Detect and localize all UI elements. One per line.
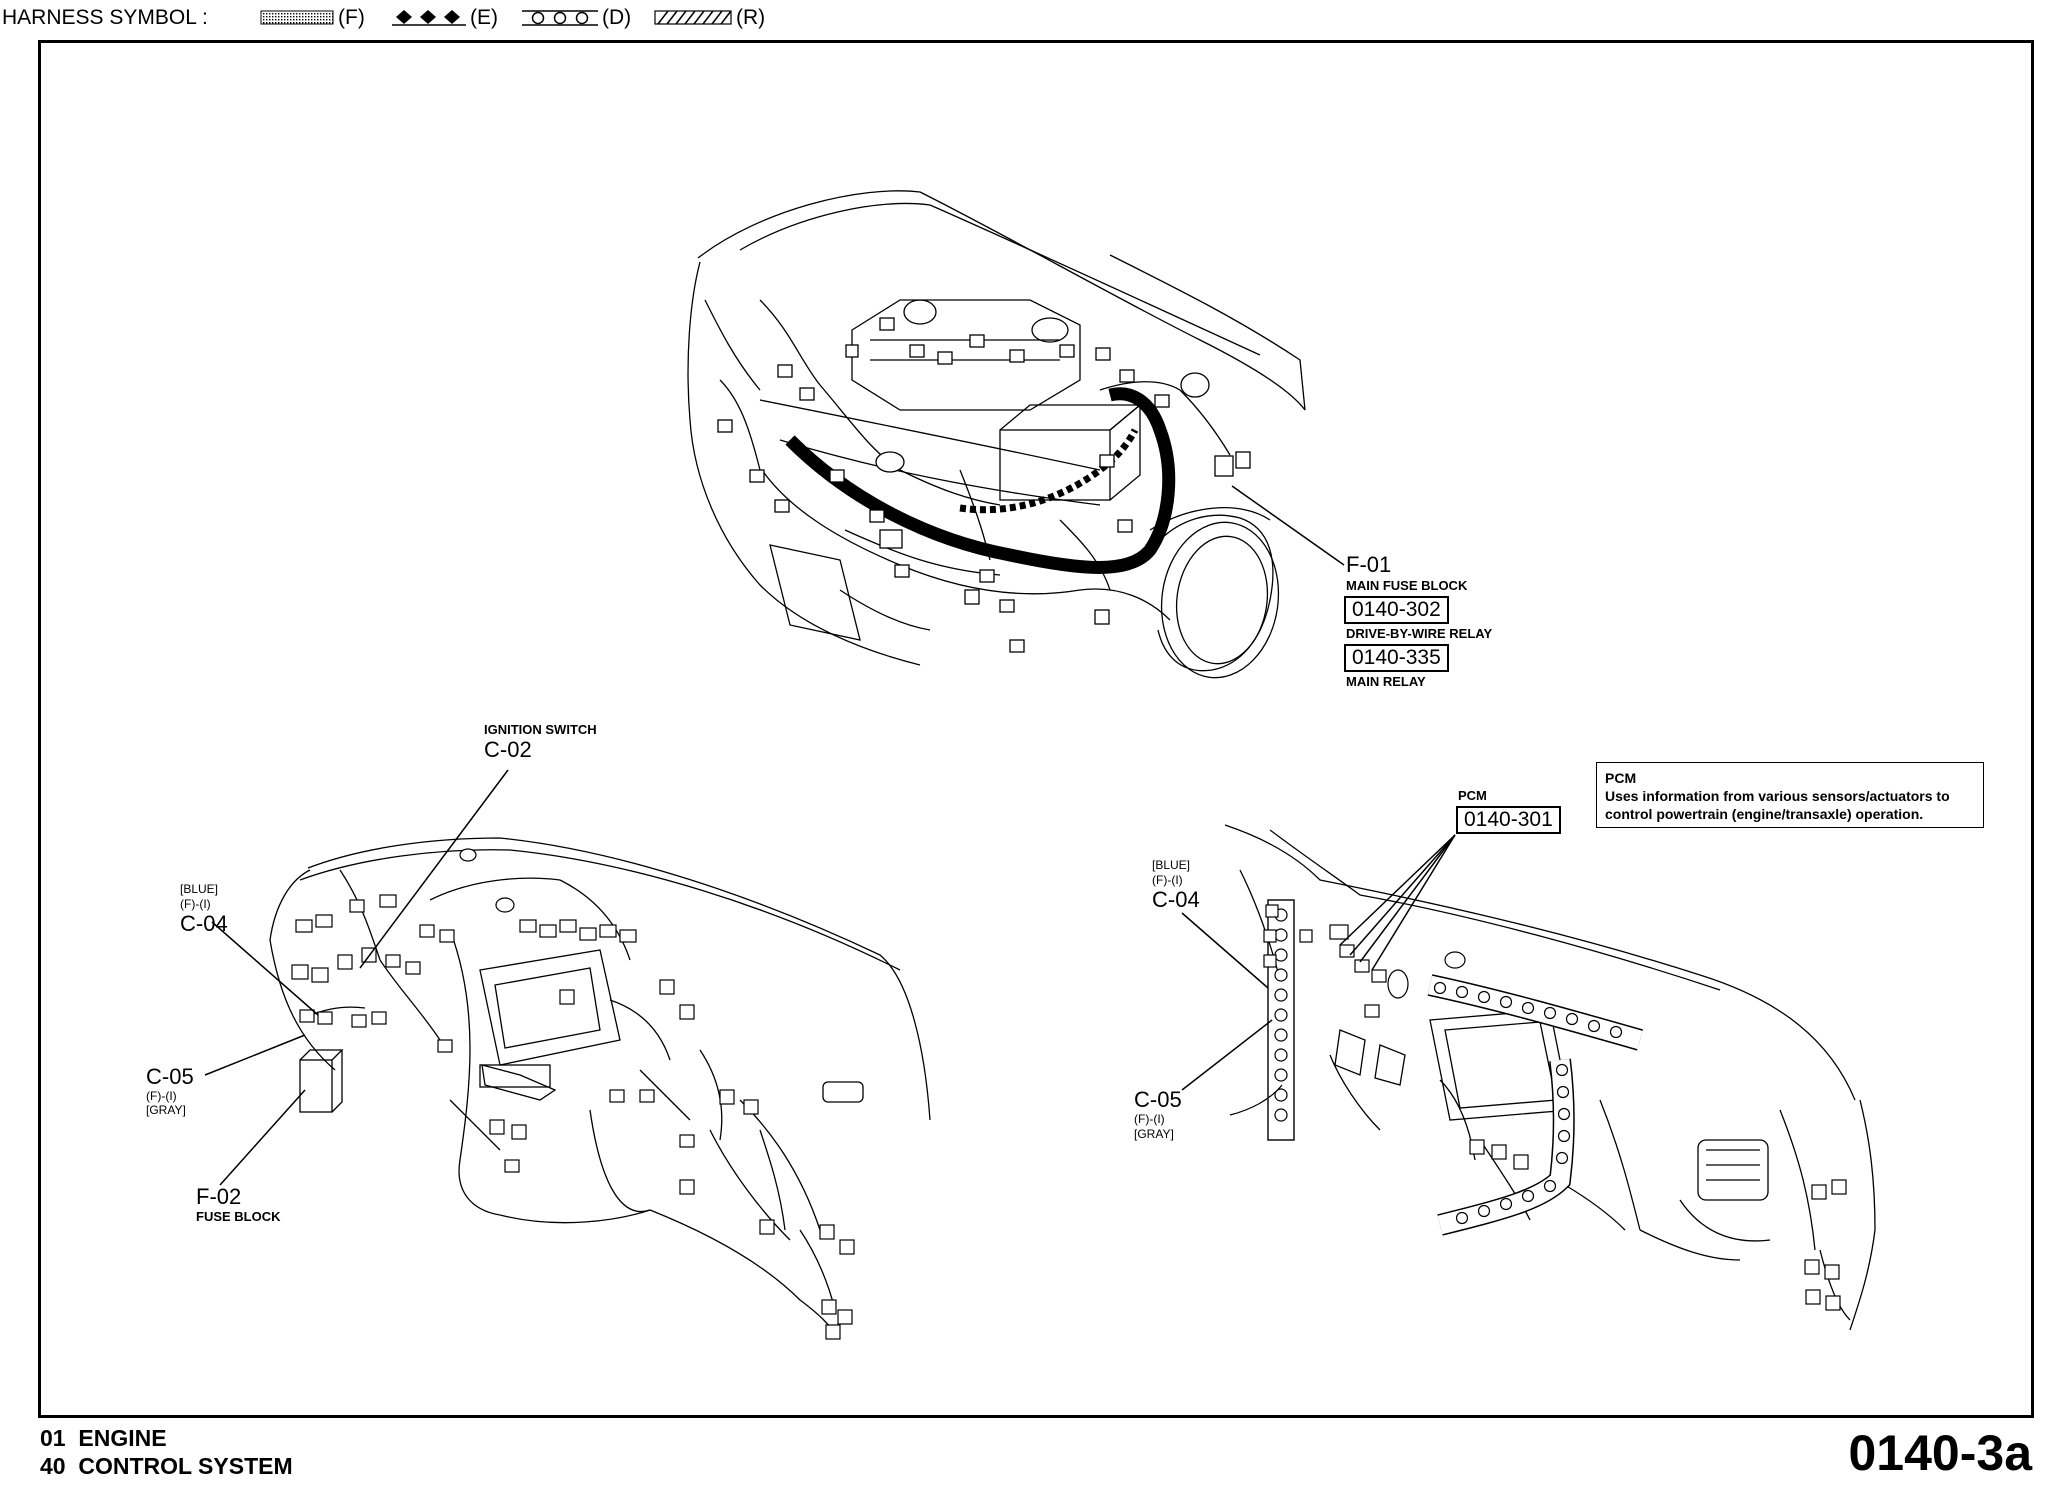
legend-code-d: (D) xyxy=(602,6,632,29)
c05-left-color: [GRAY] xyxy=(146,1103,186,1117)
ref-link-0140-335[interactable]: 0140-335 xyxy=(1344,644,1449,672)
footer-section-engine: 01 ENGINE xyxy=(40,1424,167,1452)
footer-engine-text: ENGINE xyxy=(78,1425,167,1451)
pcm-label: PCM xyxy=(1458,788,1487,803)
c05-right-label: C-05 xyxy=(1134,1087,1182,1112)
c05-right-color: [GRAY] xyxy=(1134,1127,1174,1141)
ignition-switch-label: IGNITION SWITCH xyxy=(484,722,597,737)
c04-left-label: C-04 xyxy=(180,911,228,936)
legend-code-r: (R) xyxy=(736,6,766,29)
right-dash-connectors xyxy=(1263,904,1847,1311)
c02-label: C-02 xyxy=(484,737,532,762)
pcm-info-text: Uses information from various sensors/ac… xyxy=(1605,788,1950,822)
f01-label: F-01 xyxy=(1346,552,1392,577)
page-number: 0140-3a xyxy=(1848,1425,2033,1481)
c04-right-color: [BLUE] xyxy=(1152,858,1191,872)
c04-right-label: C-04 xyxy=(1152,887,1200,912)
c04-left-code: (F)-(I) xyxy=(180,897,211,911)
left-dash-connectors xyxy=(291,848,855,1340)
c05-left-label: C-05 xyxy=(146,1064,194,1089)
footer-control-text: CONTROL SYSTEM xyxy=(78,1453,293,1479)
ref-link-0140-301[interactable]: 0140-301 xyxy=(1456,806,1561,834)
main-relay-label: MAIN RELAY xyxy=(1346,674,1426,689)
c05-right-code: (F)-(I) xyxy=(1134,1112,1165,1126)
c05-left-code: (F)-(I) xyxy=(146,1089,177,1103)
footer-control-number: 40 xyxy=(40,1453,66,1479)
engine-bay-illustration xyxy=(687,190,1306,679)
circle-harness-symbol xyxy=(522,10,598,26)
hatched-harness-symbol xyxy=(654,10,732,25)
pcm-info-title: PCM xyxy=(1605,770,1637,786)
dotted-harness-symbol xyxy=(260,10,334,25)
legend-code-e: (E) xyxy=(470,6,498,29)
legend-title: HARNESS SYMBOL : xyxy=(2,6,208,29)
f02-label: F-02 xyxy=(196,1184,242,1209)
engine-connectors xyxy=(717,317,1251,653)
drive-by-wire-relay-label: DRIVE-BY-WIRE RELAY xyxy=(1346,626,1493,641)
diamond-harness-symbol xyxy=(392,10,466,26)
left-dashboard-illustration xyxy=(269,837,931,1336)
ref-link-0140-302[interactable]: 0140-302 xyxy=(1344,596,1449,624)
right-dashboard-illustration xyxy=(1224,824,1876,1331)
f01-desc: MAIN FUSE BLOCK xyxy=(1346,578,1468,593)
right-circle-harness xyxy=(1274,908,1288,1122)
f02-desc: FUSE BLOCK xyxy=(196,1209,281,1224)
diagram-frame xyxy=(38,40,2034,1418)
pcm-info-box: PCM Uses information from various sensor… xyxy=(1596,762,1984,828)
c04-right-code: (F)-(I) xyxy=(1152,873,1183,887)
c04-left-color: [BLUE] xyxy=(180,882,219,896)
footer-engine-number: 01 xyxy=(40,1425,66,1451)
legend-code-f: (F) xyxy=(338,6,365,29)
footer-section-control: 40 CONTROL SYSTEM xyxy=(40,1452,293,1480)
